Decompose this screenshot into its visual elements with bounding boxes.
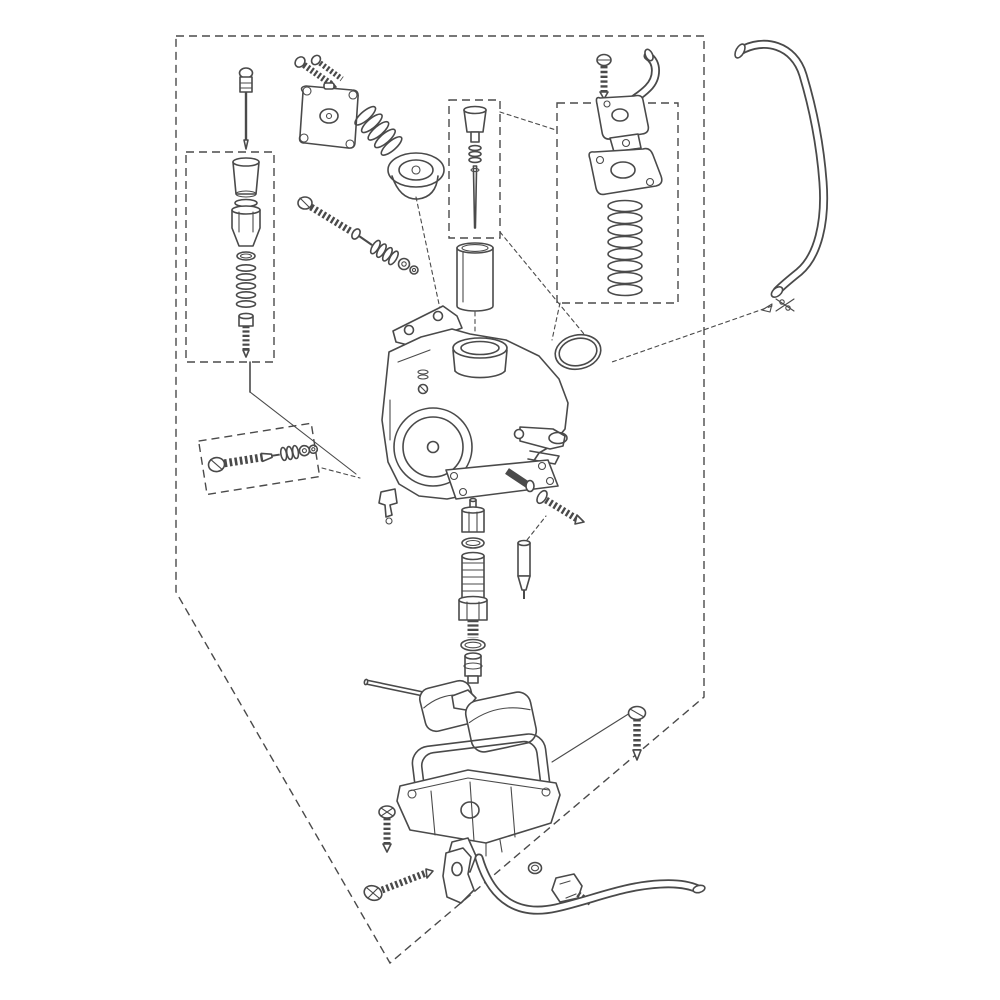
- air-screw-set: [297, 196, 419, 275]
- needle-jet: [458, 551, 488, 638]
- needle-valve: [378, 488, 398, 525]
- bowl-screw-left: [378, 805, 396, 853]
- diagram-boundary: [175, 35, 705, 965]
- bowl-screw-right: [551, 705, 647, 763]
- float-assembly: [418, 679, 538, 753]
- joint-gasket: [588, 147, 663, 196]
- valve-seat: [461, 497, 485, 533]
- fuel-joint-set: [551, 102, 679, 341]
- choke-screw-set: [197, 422, 361, 496]
- joint-spring: [607, 199, 643, 297]
- joint-screw: [596, 53, 612, 100]
- drain-screw: [363, 868, 434, 902]
- carburetor-body: [381, 305, 585, 525]
- diaphragm-piston: [387, 152, 445, 319]
- jet-o-ring: [460, 638, 486, 652]
- overflow-hose: [474, 853, 706, 915]
- main-jet: [463, 652, 483, 684]
- body-o-ring: [554, 333, 602, 371]
- throttle-valve: [456, 242, 494, 335]
- starter-jet: [517, 515, 547, 599]
- jet-needle-box: [448, 99, 585, 335]
- diaphragm-spring: [354, 105, 403, 156]
- diaphragm-cover: [298, 82, 359, 149]
- needle-jet-set-parts: [231, 157, 261, 358]
- seat-washer: [461, 537, 485, 549]
- fuel-hose: [734, 39, 829, 298]
- drain-o-ring: [527, 861, 543, 875]
- pilot-adjust-screw: [238, 67, 254, 150]
- cover-screws: [294, 54, 344, 89]
- overflow-bracket: [442, 847, 475, 904]
- hose-clip: [611, 298, 795, 363]
- needle-jet-set-box: [185, 151, 357, 475]
- fuel-joint: [595, 48, 660, 153]
